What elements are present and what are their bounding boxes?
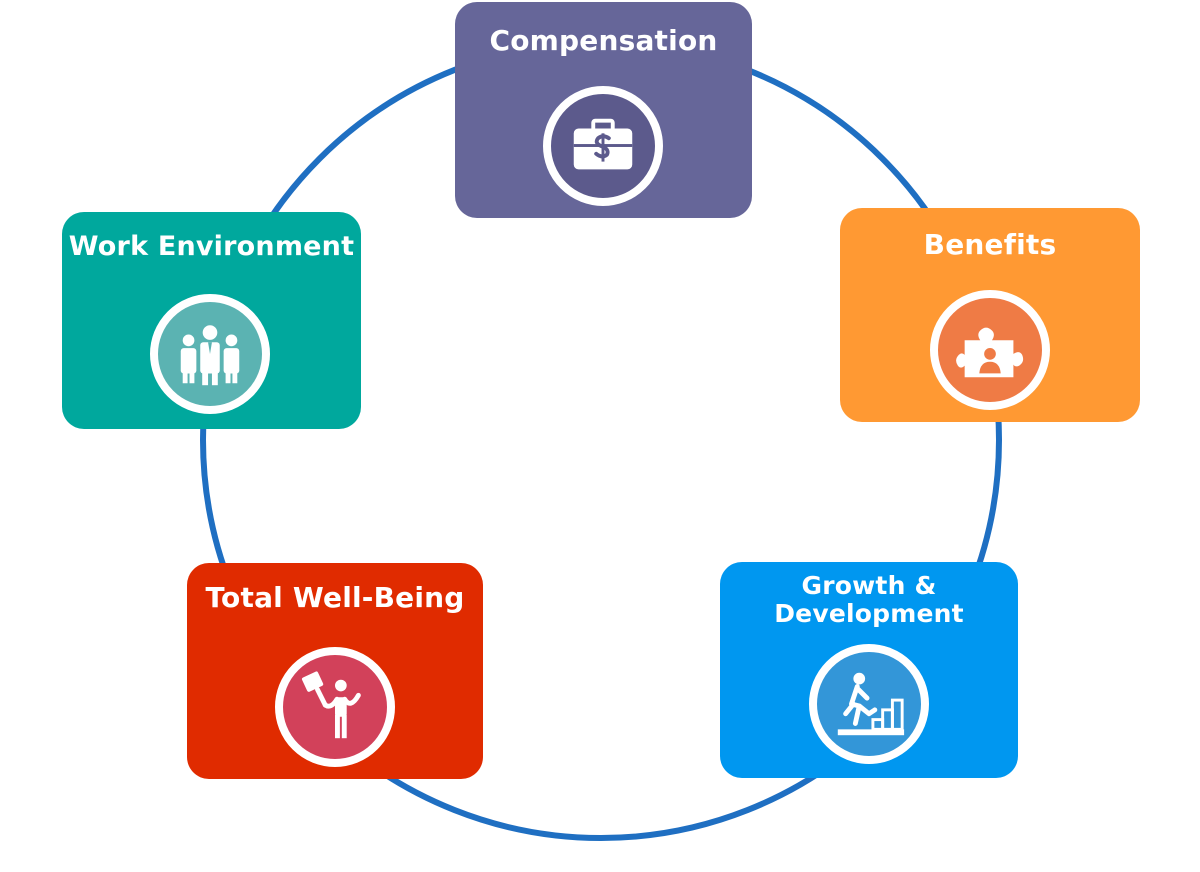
people-group-icon [180,325,240,386]
briefcase-dollar-icon [573,118,633,170]
person-lifting-icon [301,671,361,739]
benefits-card: Benefits [840,208,1140,422]
person-climbing-steps-icon [837,672,905,736]
benefits-title: Benefits [923,228,1057,261]
compensation-title: Compensation [489,24,718,57]
compensation-card: Compensation [455,2,752,218]
compensation-badge [543,86,663,206]
growth-development-badge [809,644,929,764]
work-environment-card: Work Environment [62,212,361,429]
work-environment-title: Work Environment [68,231,355,262]
total-well-being-card: Total Well-Being [187,563,483,779]
work-environment-badge [150,294,270,414]
total-well-being-title: Total Well-Being [205,581,465,614]
growth-development-title: Growth & Development [774,571,964,628]
benefits-badge [930,290,1050,410]
growth-development-card: Growth & Development [720,562,1018,778]
puzzle-person-icon [956,327,1024,378]
total-well-being-badge [275,647,395,767]
